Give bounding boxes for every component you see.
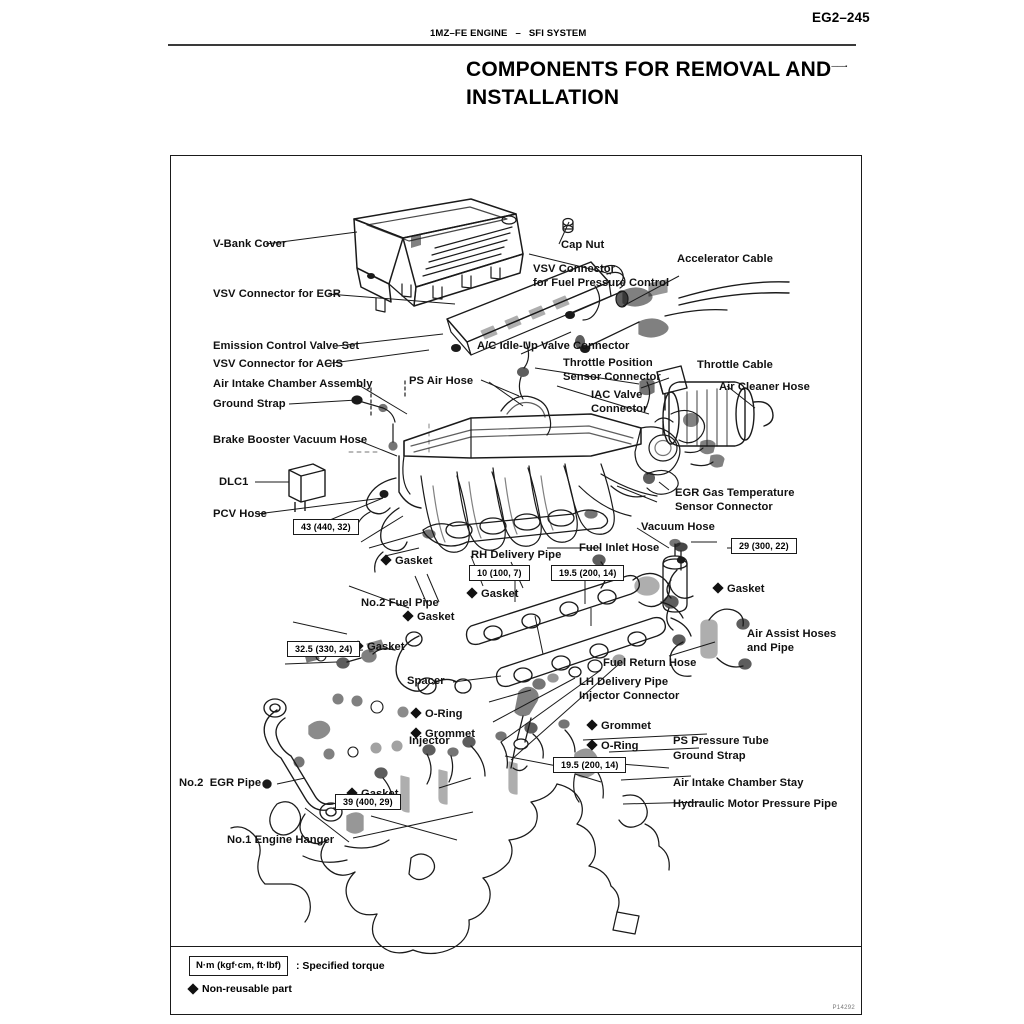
figure-code: P14292 xyxy=(832,1005,855,1011)
label-lh-delivery-pipe: LH Delivery Pipe xyxy=(579,676,669,688)
torque-spec-39: 39 (400, 29) xyxy=(335,794,401,810)
running-head: 1MZ–FE ENGINE–SFI SYSTEM xyxy=(430,28,586,39)
label-iac-valve-connector: IAC Valve Connector xyxy=(591,389,648,415)
page-title-superscript: ——–▪ xyxy=(831,64,847,70)
torque-spec-195: 19.5 (200, 14) xyxy=(551,565,625,581)
diamond-icon xyxy=(712,582,724,594)
label-brake-booster-vacuum-hose: Brake Booster Vacuum Hose xyxy=(213,434,368,446)
label-grommet-2: Grommet xyxy=(569,705,651,747)
label-o-ring-1: O-Ring xyxy=(393,693,463,735)
label-hydraulic-motor-pressure-pipe: Hydraulic Motor Pressure Pipe xyxy=(673,798,838,810)
running-head-system: SFI SYSTEM xyxy=(528,28,587,39)
label-gasket-1: Gasket xyxy=(363,540,433,582)
label-ps-air-hose: PS Air Hose xyxy=(409,375,474,387)
torque-spec-43: 43 (440, 32) xyxy=(293,519,359,535)
diamond-icon xyxy=(586,719,598,731)
label-fuel-inlet-hose: Fuel Inlet Hose xyxy=(579,542,660,554)
exploded-view-figure: V-Bank Cover VSV Connector for EGR Emiss… xyxy=(170,155,862,1015)
label-pcv-hose: PCV Hose xyxy=(213,508,267,520)
label-ps-pressure-tube: PS Pressure Tube xyxy=(673,735,769,747)
figure-artwork xyxy=(171,156,861,1014)
label-grommet-1: Grommet xyxy=(393,713,475,755)
diamond-icon xyxy=(410,727,422,739)
label-ground-strap-lower: Ground Strap xyxy=(673,750,746,762)
label-gasket-4: Gasket xyxy=(335,626,405,668)
label-emission-control-valve-set: Emission Control Valve Set xyxy=(213,340,360,352)
label-vsv-connector-acis: VSV Connector for ACIS xyxy=(213,358,343,370)
label-accelerator-cable: Accelerator Cable xyxy=(677,253,773,265)
diamond-icon xyxy=(402,610,414,622)
label-cap-nut: Cap Nut xyxy=(561,239,605,251)
label-gasket-2: Gasket xyxy=(449,573,519,615)
dlc1-connector-illustration xyxy=(288,463,326,512)
page-number: EG2–245 xyxy=(812,10,870,25)
legend-divider xyxy=(171,946,861,948)
label-gasket-3: Gasket xyxy=(385,596,455,638)
label-no2-fuel-pipe: No.2 Fuel Pipe xyxy=(361,597,439,609)
legend-torque-row: N·m (kgf·cm, ft·lbf) : Specified torque xyxy=(189,956,385,976)
label-vsv-connector-fuel-pressure: VSV Connector for Fuel Pressure Control xyxy=(533,263,670,289)
legend-torque-box: N·m (kgf·cm, ft·lbf) xyxy=(189,956,288,976)
label-vacuum-hose: Vacuum Hose xyxy=(641,521,715,533)
label-injector: Injector xyxy=(409,735,450,747)
header-rule xyxy=(168,44,856,46)
legend-non-reusable-text: Non-reusable part xyxy=(202,982,292,995)
label-gasket-5: Gasket xyxy=(695,568,765,610)
label-injector-connector: Injector Connector xyxy=(579,690,680,702)
torque-spec-29: 29 (300, 22) xyxy=(731,538,797,554)
label-ac-idle-up-valve-connector: A/C Idle-Up Valve Connector xyxy=(477,340,630,352)
label-air-intake-chamber-assembly: Air Intake Chamber Assembly xyxy=(213,378,373,390)
torque-spec-325: 32.5 (330, 24) xyxy=(287,641,361,657)
label-ground-strap: Ground Strap xyxy=(213,398,286,410)
label-air-intake-chamber-stay: Air Intake Chamber Stay xyxy=(673,777,804,789)
label-vsv-connector-egr: VSV Connector for EGR xyxy=(213,288,341,300)
page-title-line2: INSTALLATION xyxy=(466,86,620,110)
label-v-bank-cover: V-Bank Cover xyxy=(213,238,287,250)
label-rh-delivery-pipe: RH Delivery Pipe xyxy=(471,549,562,561)
label-no1-engine-hanger: No.1 Engine Hanger xyxy=(227,834,335,846)
label-throttle-cable: Throttle Cable xyxy=(697,359,773,371)
label-no2-egr-pipe: No.2 EGR Pipe xyxy=(179,777,262,789)
label-air-cleaner-hose: Air Cleaner Hose xyxy=(719,381,810,393)
diamond-icon xyxy=(380,554,392,566)
label-throttle-position-sensor-connector: Throttle Position Sensor Connector xyxy=(563,357,661,383)
label-fuel-return-hose: Fuel Return Hose xyxy=(603,657,697,669)
label-egr-gas-temperature-sensor-connector: EGR Gas Temperature Sensor Connector xyxy=(675,487,795,513)
legend-torque-meaning: : Specified torque xyxy=(295,959,385,972)
label-o-ring-2: O-Ring xyxy=(569,725,639,767)
page-title: COMPONENTS FOR REMOVAL AND——–▪ INSTALLAT… xyxy=(466,56,896,113)
label-dlc1: DLC1 xyxy=(219,476,249,488)
label-air-assist-hoses-and-pipe: Air Assist Hoses and Pipe xyxy=(747,628,837,654)
torque-spec-195b: 19.5 (200, 14) xyxy=(553,757,627,773)
legend-non-reusable-row: Non-reusable part xyxy=(187,981,385,997)
running-head-separator: – xyxy=(515,28,521,39)
torque-spec-10: 10 (100, 7) xyxy=(469,565,530,581)
page-title-line1: COMPONENTS FOR REMOVAL AND xyxy=(466,58,832,81)
running-head-engine: 1MZ–FE ENGINE xyxy=(430,28,508,39)
figure-legend: N·m (kgf·cm, ft·lbf) : Specified torque … xyxy=(187,956,385,997)
label-spacer: Spacer xyxy=(407,675,445,687)
diamond-icon xyxy=(466,587,478,599)
diamond-icon xyxy=(187,983,199,995)
